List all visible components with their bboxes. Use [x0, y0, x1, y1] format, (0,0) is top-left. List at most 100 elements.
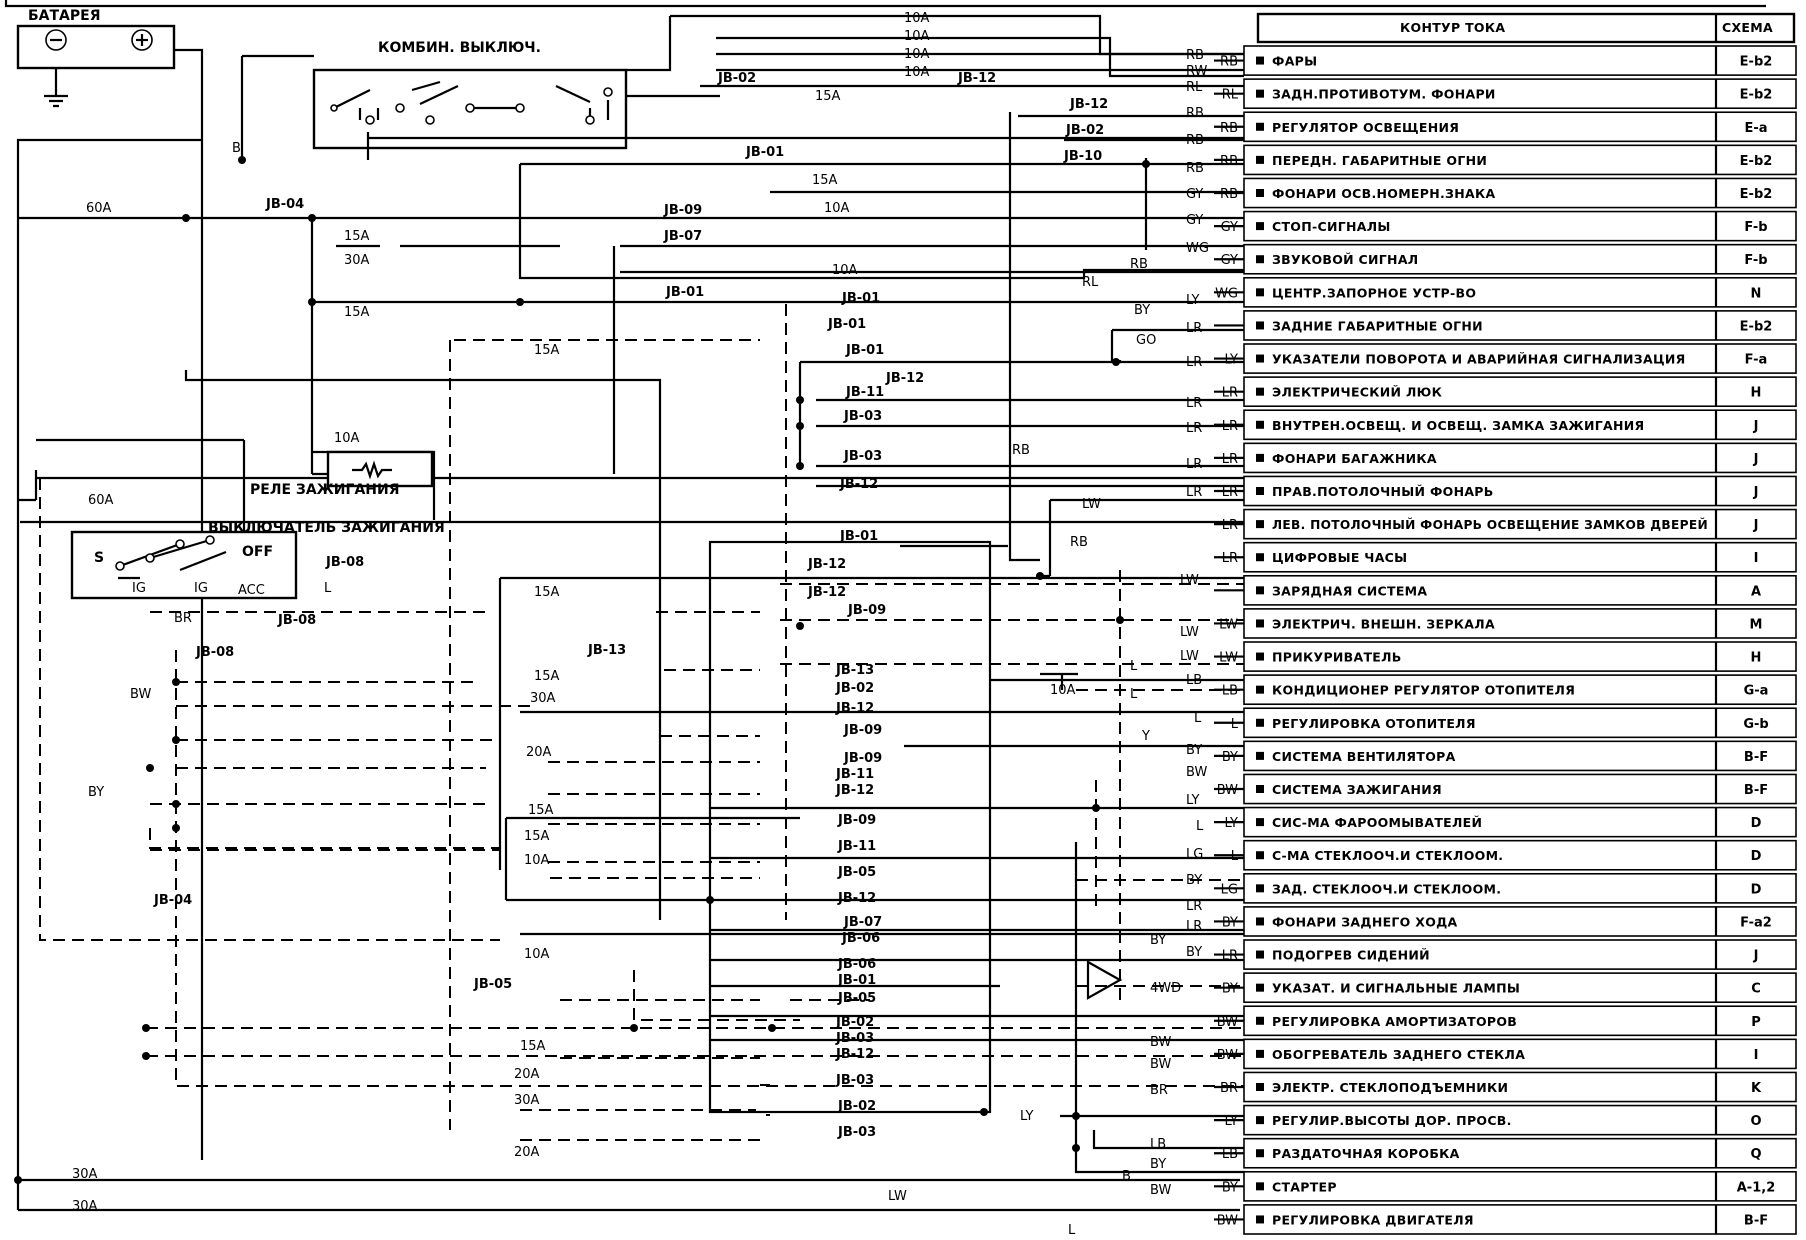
circuit-scheme-code: B-F — [1744, 750, 1768, 765]
circuit-wire-code: BR — [1220, 1081, 1238, 1096]
jb-12-b: JB-12 — [885, 371, 924, 386]
circuit-wire-code: LB — [1222, 684, 1238, 699]
table-row — [1243, 310, 1797, 341]
circuit-name: ЭЛЕКТРИЧЕСКИЙ ЛЮК — [1272, 385, 1443, 400]
circuit-wire-code: LR — [1222, 518, 1238, 533]
circuit-wire-code: BY — [1222, 750, 1238, 765]
wire-by-1: BY — [1134, 303, 1150, 318]
circuit-wire-code: RB — [1220, 55, 1238, 70]
circuit-scheme-code: E-b2 — [1740, 88, 1773, 103]
wire-bw-1: BW — [1186, 765, 1207, 780]
circuit-wire-code: BY — [1222, 982, 1238, 997]
fuse-15a-11: 15A — [534, 343, 560, 358]
wire-l-6: L — [1068, 1223, 1076, 1238]
jb-13-b: JB-13 — [835, 663, 874, 678]
jb-08-a: JB-08 — [325, 555, 364, 570]
circuit-scheme-code: P — [1751, 1015, 1761, 1030]
bullet-icon — [1256, 520, 1264, 529]
wire-l-3: L — [1194, 711, 1202, 726]
fuse-30a-1: 30A — [344, 253, 370, 268]
fuse-15a-2: 15A — [344, 229, 370, 244]
table-row — [1243, 376, 1797, 408]
circuit-name: СТОП-СИГНАЛЫ — [1272, 219, 1391, 234]
fuse-10a-2: 10A — [904, 29, 930, 44]
circuit-scheme-code: F-a2 — [1740, 915, 1772, 930]
wire-lr-5: LR — [1186, 457, 1202, 472]
bullet-icon — [1256, 1016, 1264, 1025]
bullet-icon — [1256, 950, 1264, 959]
table-row — [1243, 608, 1797, 639]
bullet-icon — [1256, 553, 1264, 562]
bullet-icon — [1256, 619, 1264, 628]
circuit-name: ЗАД. СТЕКЛООЧ.И СТЕКЛООМ. — [1272, 881, 1501, 896]
circuit-scheme-code: G-a — [1744, 684, 1769, 699]
wire-lr-1: LR — [1186, 321, 1202, 336]
circuit-wire-code: LR — [1222, 949, 1238, 964]
bullet-icon — [1256, 1149, 1264, 1158]
jb-11-a: JB-11 — [845, 385, 884, 400]
bullet-icon — [1256, 652, 1264, 661]
jb-11-b: JB-11 — [835, 767, 874, 782]
table-row — [1243, 674, 1797, 706]
wire-lb-2: LB — [1150, 1137, 1166, 1152]
jb-08-c: JB-08 — [195, 645, 234, 660]
ignition-relay: РЕЛЕ ЗАЖИГАНИЯ — [250, 450, 434, 498]
fuse-30a-low: 30A — [514, 1093, 540, 1108]
circuit-wire-code: BW — [1217, 1015, 1238, 1030]
jb-13-a: JB-13 — [587, 643, 626, 658]
jb-05-a: JB-05 — [837, 865, 876, 880]
fuse-15a-4: 15A — [344, 305, 370, 320]
wire-wg: WG — [1186, 241, 1209, 256]
jb-02-e: JB-02 — [837, 1099, 876, 1114]
table-row — [1243, 442, 1797, 474]
circuit-wire-code: RB — [1220, 121, 1238, 136]
circuit-name: ЛЕВ. ПОТОЛОЧНЫЙ ФОНАРЬ ОСВЕЩЕНИЕ ЗАМКОВ … — [1272, 517, 1708, 532]
circuit-scheme-code: E-b2 — [1740, 154, 1773, 169]
circuit-name: РЕГУЛЯТОР ОСВЕЩЕНИЯ — [1272, 120, 1459, 135]
fuse-10a-rl: 10A — [832, 263, 858, 278]
jb-12-d: JB-12 — [807, 557, 846, 572]
fuse-60a-mid: 60A — [88, 493, 114, 508]
bullet-icon — [1256, 718, 1264, 727]
bullet-icon — [1256, 222, 1264, 231]
wire-lr-7: LR — [1186, 899, 1202, 914]
bullet-icon — [1256, 354, 1264, 363]
jb-05-b: JB-05 — [837, 991, 876, 1006]
jb-12-e: JB-12 — [807, 585, 846, 600]
circuit-name: ЦЕНТР.ЗАПОРНОЕ УСТР-ВО — [1272, 285, 1476, 300]
fuse-labels: 60A 60A 15A 10A 15A 30A 10A 15A 15A 10A … — [72, 173, 1076, 1214]
table-row — [1243, 972, 1797, 1004]
jb-02-c: JB-02 — [835, 681, 874, 696]
circuit-wire-code: BY — [1222, 915, 1238, 930]
fuse-10a-relay: 10A — [334, 431, 360, 446]
table-row — [1243, 574, 1797, 606]
circuit-wire-code: LR — [1222, 452, 1238, 467]
four-wd-label: 4WD — [1150, 981, 1181, 996]
battery-label: БАТАРЕЯ — [28, 8, 101, 24]
table-row — [1243, 641, 1797, 672]
bullet-icon — [1256, 751, 1264, 760]
circuit-name: РЕГУЛИР.ВЫСОТЫ ДОР. ПРОСВ. — [1272, 1113, 1512, 1128]
table-row — [1243, 210, 1797, 242]
circuit-wire-code: LW — [1219, 651, 1238, 666]
jb-12-f: JB-12 — [835, 701, 874, 716]
jb-03-a: JB-03 — [843, 409, 882, 424]
circuit-wire-code: RB — [1220, 154, 1238, 169]
jb-01-f: JB-01 — [839, 529, 878, 544]
circuit-scheme-code: F-a — [1745, 353, 1768, 368]
jb-01-c: JB-01 — [841, 291, 880, 306]
circuit-wire-code: LB — [1222, 1147, 1238, 1162]
fuse-30a-b1: 30A — [72, 1167, 98, 1182]
circuit-name: ЗВУКОВОЙ СИГНАЛ — [1272, 252, 1418, 267]
jb-03-b: JB-03 — [843, 449, 882, 464]
fuse-10a-1: 10A — [904, 11, 930, 26]
table-row — [1243, 45, 1797, 76]
wire-by-4: BY — [1150, 933, 1166, 948]
table-row — [1243, 773, 1797, 805]
jb-12-combo: JB-12 — [957, 71, 996, 86]
ign-pos-ig1: IG — [132, 581, 146, 596]
circuit-wire-code: LY — [1225, 1114, 1239, 1129]
bullet-icon — [1256, 785, 1264, 793]
jb-01-d: JB-01 — [827, 317, 866, 332]
